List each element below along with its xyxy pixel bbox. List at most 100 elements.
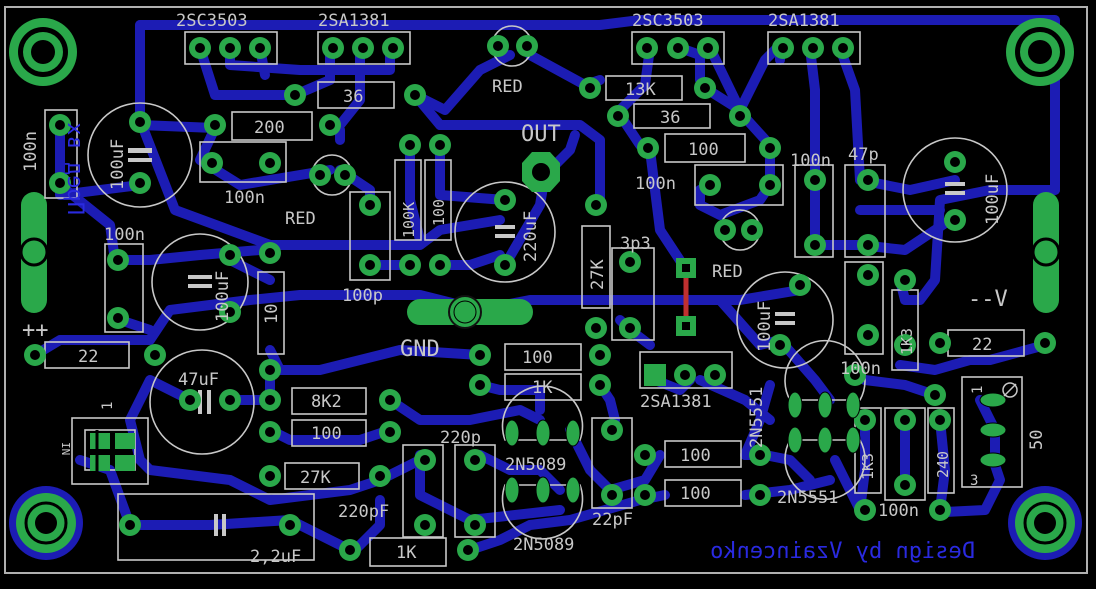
label-13k: 13K: [625, 80, 656, 100]
label-27k-h: 27K: [300, 468, 331, 488]
input-connector-pads: [90, 430, 135, 474]
pad-hole: [640, 450, 650, 460]
label-220uf: 220uF: [521, 211, 541, 262]
label-100n-g: 100n: [21, 131, 41, 172]
label-red3: RED: [712, 262, 743, 282]
pad-hole: [625, 323, 635, 333]
pad-hole: [195, 43, 205, 53]
pads: [24, 35, 1056, 561]
pad-hole: [838, 43, 848, 53]
pad-hole: [463, 545, 473, 555]
pad-hole: [755, 490, 765, 500]
pad-hole: [860, 415, 870, 425]
pad-hole: [225, 43, 235, 53]
label-220p: 220p: [440, 428, 481, 448]
label-100p: 100p: [342, 286, 383, 306]
pad-hole: [475, 380, 485, 390]
pad-hole: [113, 313, 123, 323]
pad-hole: [385, 395, 395, 405]
mounting-hole-tr: [1006, 18, 1074, 86]
label-red1: RED: [492, 77, 523, 97]
pad-hole: [210, 120, 220, 130]
pad-hole: [591, 323, 601, 333]
pad-hole: [1040, 338, 1050, 348]
label-100k: 100K: [400, 202, 418, 238]
label-50: 50: [1027, 430, 1047, 450]
pad-hole: [493, 41, 503, 51]
label-2n5551a: 2N5551: [747, 387, 767, 448]
pad-hole: [375, 471, 385, 481]
pad-hole: [863, 330, 873, 340]
pad-hole: [265, 365, 275, 375]
label-8k2: 8K2: [311, 392, 342, 412]
label-100n-d: 100n: [790, 151, 831, 171]
pad-hole: [358, 43, 368, 53]
pad-hole: [435, 140, 445, 150]
label-t3: 2SC3503: [632, 11, 704, 31]
pad-hole: [720, 225, 730, 235]
mounting-hole-tl: [9, 18, 77, 86]
pad-hole: [808, 43, 818, 53]
label-100n-a: 100n: [224, 188, 265, 208]
pad-hole: [735, 111, 745, 121]
pad-hole: [950, 215, 960, 225]
pad-hole: [680, 370, 690, 380]
label-200: 200: [254, 118, 285, 138]
label-36b: 36: [660, 108, 680, 128]
pad-hole: [340, 170, 350, 180]
label-47uf: 47uF: [178, 370, 219, 390]
pad-hole: [470, 520, 480, 530]
pad-hole: [935, 505, 945, 515]
mounting-hole-br: [1008, 486, 1082, 560]
pad-hole: [315, 170, 325, 180]
label-100-c: 100: [311, 424, 342, 444]
label-100uf-c: 100uF: [755, 301, 775, 352]
label-100uf-b: 100uF: [213, 271, 233, 322]
pad-hole: [328, 43, 338, 53]
mirror-design: Design by Vzaincenko: [710, 539, 975, 564]
label-t2: 2SA1381: [318, 11, 390, 31]
pad-hole: [265, 248, 275, 258]
pad-hole: [135, 178, 145, 188]
label-1k3b: 1K3: [859, 453, 877, 480]
label-pot1: 1: [970, 386, 986, 394]
pad-hole: [435, 260, 445, 270]
label-27k-v: 27K: [588, 259, 608, 290]
label-36a: 36: [343, 87, 363, 107]
pad-hole: [765, 143, 775, 153]
pad-hole: [700, 83, 710, 93]
pad-hole: [703, 43, 713, 53]
pad-hole: [607, 425, 617, 435]
label-2u2: 2,2uF: [250, 547, 301, 567]
pad-hole: [900, 340, 910, 350]
label-1k-b: 1K: [396, 543, 417, 563]
pad-hole: [325, 120, 335, 130]
label-in: IN: [59, 442, 72, 455]
label-100v: 100: [430, 199, 448, 226]
label-100uf-a: 100uF: [108, 139, 128, 190]
label-100n-f: 100n: [878, 501, 919, 521]
pad-hole: [900, 275, 910, 285]
pad-hole: [255, 43, 265, 53]
label-negv: --V: [968, 287, 1008, 312]
pad-hole: [55, 178, 65, 188]
label-out: OUT: [521, 122, 561, 147]
label-1k3a: 1K3: [898, 328, 916, 355]
label-1k-a: 1K: [532, 378, 553, 398]
pad-hole: [930, 390, 940, 400]
pad-hole: [591, 200, 601, 210]
pin1-square-pad: [644, 364, 666, 386]
label-3p3: 3p3: [620, 234, 651, 254]
pad-hole: [705, 180, 715, 190]
pad-hole: [863, 240, 873, 250]
pad-hole: [775, 340, 785, 350]
pad-hole: [522, 41, 532, 51]
pad-hole: [290, 90, 300, 100]
pad-hole: [475, 350, 485, 360]
pad-hole: [420, 520, 430, 530]
pad-hole: [755, 450, 765, 460]
pad-hole: [410, 90, 420, 100]
label-100uf-d: 100uF: [983, 174, 1003, 225]
pad-hole: [470, 455, 480, 465]
